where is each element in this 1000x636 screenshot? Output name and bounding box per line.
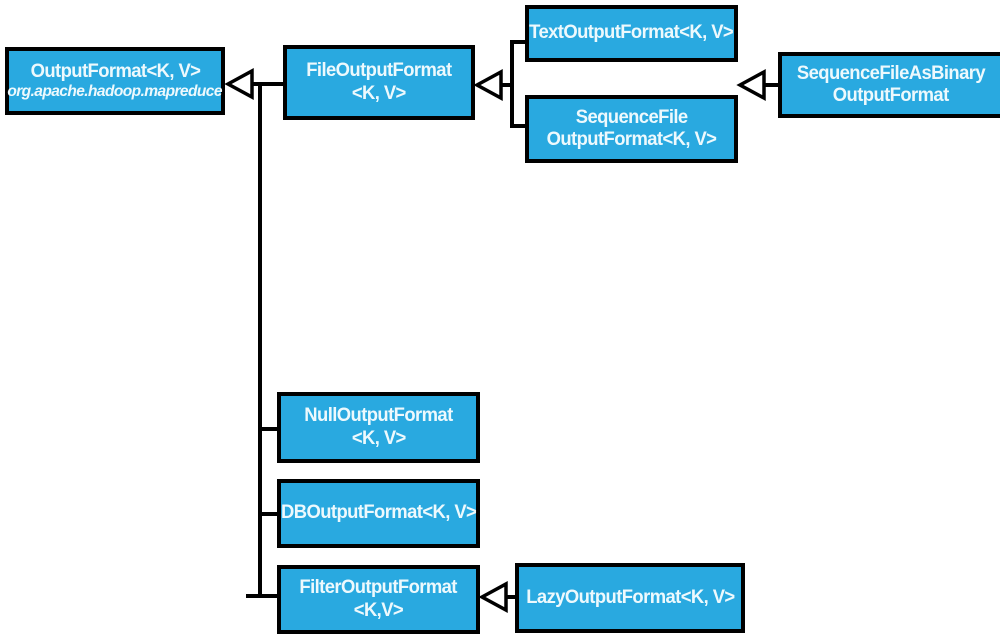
class-name: LazyOutputFormat<K, V> [525, 586, 735, 608]
class-node-dboutputformat: DBOutputFormat<K, V> [277, 479, 480, 548]
inheritance-arrowhead [224, 68, 254, 100]
inheritance-arrowhead [736, 69, 766, 101]
class-node-sequencefileoutputformat: SequenceFile OutputFormat<K, V> [525, 95, 738, 163]
class-node-filteroutputformat: FilterOutputFormat <K,V> [277, 565, 480, 634]
class-name-generics: <K,V> [353, 599, 404, 621]
class-name: DBOutputFormat<K, V> [280, 502, 477, 524]
class-name: SequenceFileAsBinary [796, 62, 986, 84]
class-node-lazyoutputformat: LazyOutputFormat<K, V> [515, 563, 745, 633]
class-node-textoutputformat: TextOutputFormat<K, V> [525, 5, 738, 62]
inheritance-arrowheads [224, 68, 766, 613]
class-node-fileoutputformat: FileOutputFormat <K, V> [283, 45, 475, 120]
class-node-sequencefileasbinaryoutputformat: SequenceFileAsBinary OutputFormat [778, 52, 1000, 118]
class-name-generics: OutputFormat [833, 85, 949, 106]
class-name: FileOutputFormat [306, 60, 452, 82]
package-name: org.apache.hadoop.mapreduce [7, 83, 223, 101]
class-name-generics: <K, V> [352, 82, 406, 104]
class-node-nulloutputformat: NullOutputFormat <K, V> [277, 392, 480, 463]
class-name-generics: OutputFormat<K, V> [546, 129, 717, 150]
class-name: NullOutputFormat [304, 405, 453, 427]
inheritance-arrowhead [478, 581, 508, 613]
inheritance-arrowhead [473, 69, 503, 101]
class-name: SequenceFile [575, 106, 688, 128]
class-name-generics: <K, V> [351, 427, 406, 449]
class-name: OutputFormat<K, V> [30, 61, 200, 82]
class-name: FilterOutputFormat [299, 577, 458, 599]
class-node-outputformat: OutputFormat<K, V> org.apache.hadoop.map… [5, 47, 225, 115]
class-name: TextOutputFormat<K, V> [529, 22, 735, 44]
